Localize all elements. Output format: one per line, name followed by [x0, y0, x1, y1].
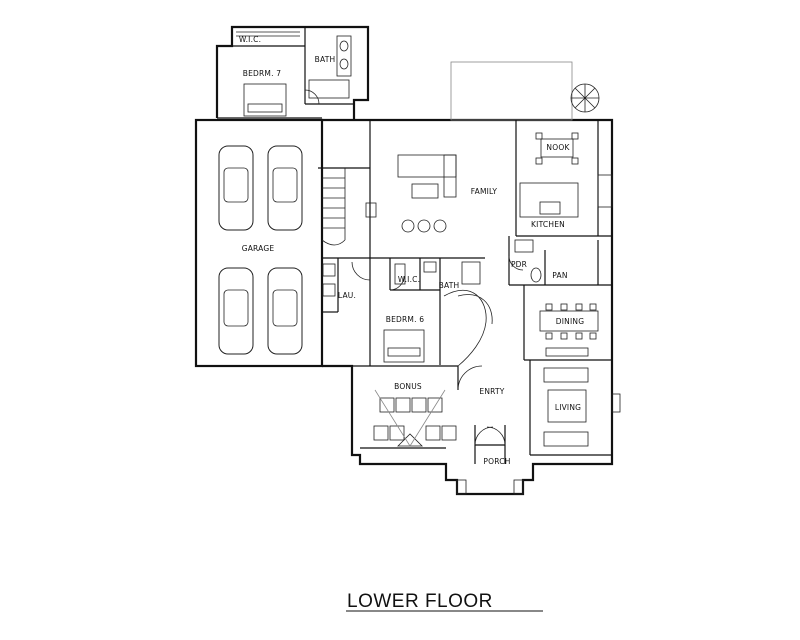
label-bath-lower: BATH: [439, 281, 460, 290]
bonus-seating: [373, 389, 457, 447]
exterior-walls: [194, 25, 614, 496]
door-swings: [304, 89, 524, 446]
label-kitchen: KITCHEN: [531, 220, 565, 229]
room-labels: W.I.C. BATH BEDRM. 7 GARAGE FAMILY NOOK …: [239, 35, 584, 466]
label-laundry: LAU.: [338, 291, 356, 300]
fixtures: [218, 31, 599, 447]
label-bonus: BONUS: [394, 382, 422, 391]
label-nook: NOOK: [546, 143, 570, 152]
label-wic-upper: W.I.C.: [239, 35, 261, 44]
label-bedroom-6: BEDRM. 6: [386, 315, 425, 324]
plan-title: LOWER FLOOR: [347, 591, 493, 612]
label-pan: PAN: [552, 271, 567, 280]
label-garage: GARAGE: [242, 244, 275, 253]
label-bedroom-7: BEDRM. 7: [243, 69, 282, 78]
label-dining: DINING: [556, 317, 584, 326]
label-pdr: PDR: [511, 260, 527, 269]
label-bath-upper: BATH: [315, 55, 336, 64]
label-porch: PORCH: [483, 457, 510, 466]
plan-title-group: LOWER FLOOR: [346, 591, 543, 612]
interior-walls: [217, 27, 621, 495]
label-wic-lower: W.I.C.: [398, 275, 420, 284]
label-family: FAMILY: [471, 187, 498, 196]
label-living: LIVING: [555, 403, 581, 412]
label-entry: ENRTY: [479, 387, 504, 396]
garage-cars: [218, 145, 303, 355]
